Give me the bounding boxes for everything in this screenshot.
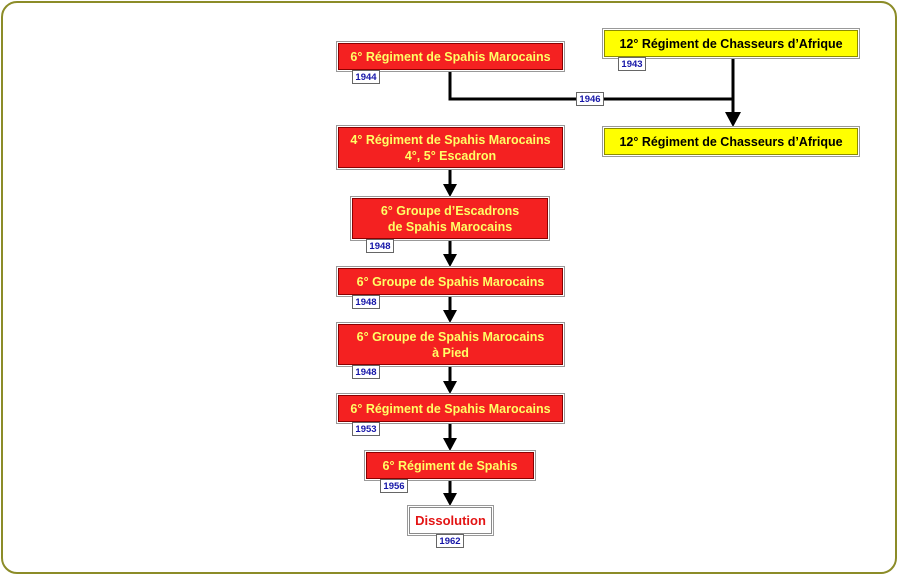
- arrowhead-6gesm-6gsm: [443, 254, 457, 267]
- year-badge-1948-a: 1948: [366, 239, 394, 253]
- merge-line-6rsm: [448, 71, 733, 101]
- year-badge-1956: 1956: [380, 479, 408, 493]
- node-12-regiment-chasseurs-afrique-1946: 12° Régiment de Chasseurs d’Afrique: [604, 128, 858, 155]
- arrowhead-pied-6rsm: [443, 381, 457, 394]
- node-4-regiment-spahis-marocains: 4° Régiment de Spahis Marocains 4°, 5° E…: [338, 127, 563, 168]
- arrowhead-6gsm-pied: [443, 310, 457, 323]
- year-badge-1948-b: 1948: [352, 295, 380, 309]
- node-6-groupe-spahis-marocains-a-pied: 6° Groupe de Spahis Marocains à Pied: [338, 324, 563, 365]
- node-dissolution: Dissolution: [409, 507, 492, 534]
- arrowhead-4rsm-6gesm: [443, 184, 457, 197]
- node-6-regiment-spahis: 6° Régiment de Spahis: [366, 452, 534, 479]
- year-badge-1944: 1944: [352, 70, 380, 84]
- node-6-regiment-spahis-marocains-1953: 6° Régiment de Spahis Marocains: [338, 395, 563, 422]
- arrowhead-6rsm-6rs: [443, 438, 457, 451]
- arrowhead-12rca: [725, 112, 741, 127]
- year-badge-1946: 1946: [576, 92, 604, 106]
- node-6-groupe-escadrons-spahis-marocains: 6° Groupe d’Escadrons de Spahis Marocain…: [352, 198, 548, 239]
- node-6-regiment-spahis-marocains-1944: 6° Régiment de Spahis Marocains: [338, 43, 563, 70]
- node-12-regiment-chasseurs-afrique-1943: 12° Régiment de Chasseurs d’Afrique: [604, 30, 858, 57]
- node-6-groupe-spahis-marocains: 6° Groupe de Spahis Marocains: [338, 268, 563, 295]
- year-badge-1943: 1943: [618, 57, 646, 71]
- year-badge-1953: 1953: [352, 422, 380, 436]
- year-badge-1962: 1962: [436, 534, 464, 548]
- year-badge-1948-c: 1948: [352, 365, 380, 379]
- arrowhead-6rs-dissolution: [443, 493, 457, 506]
